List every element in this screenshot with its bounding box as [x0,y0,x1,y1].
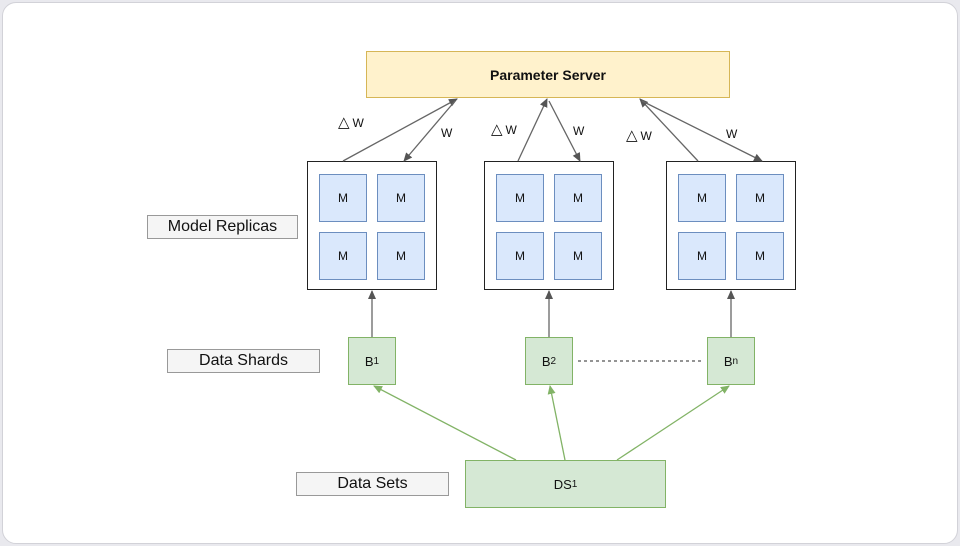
w-label-2: W [573,124,585,138]
data-shards-label: Data Shards [199,352,288,369]
w-label-1: W [441,126,453,140]
model-cell: M [319,174,367,222]
delta-w-label-3: △W [626,127,652,144]
delta-w-label-1: △W [338,114,364,131]
model-cell: M [377,232,425,280]
model-cell: M [678,232,726,280]
delta-icon: △ [338,114,350,131]
model-cell: M [736,174,784,222]
model-replicas-label: Model Replicas [167,218,278,235]
model-cell: M [496,174,544,222]
delta-icon: △ [491,121,503,138]
model-replica-1: M M M M [307,161,437,290]
model-cell: M [554,232,602,280]
delta-icon: △ [626,127,638,144]
model-replica-3: M M M M [666,161,796,290]
delta-w-label-2: △W [491,121,517,138]
w-label-3: W [726,127,738,141]
model-cell: M [377,174,425,222]
model-replicas-label-box: Model Replicas [147,215,298,239]
parameter-server-label: Parameter Server [490,66,606,83]
data-sets-label-box: Data Sets [296,472,449,496]
model-cell: M [736,232,784,280]
parameter-server-box: Parameter Server [366,51,730,98]
data-sets-label: Data Sets [337,475,408,492]
data-shards-label-box: Data Shards [167,349,320,373]
model-cell: M [554,174,602,222]
model-cell: M [496,232,544,280]
model-cell: M [678,174,726,222]
model-replica-2: M M M M [484,161,614,290]
model-cell: M [319,232,367,280]
